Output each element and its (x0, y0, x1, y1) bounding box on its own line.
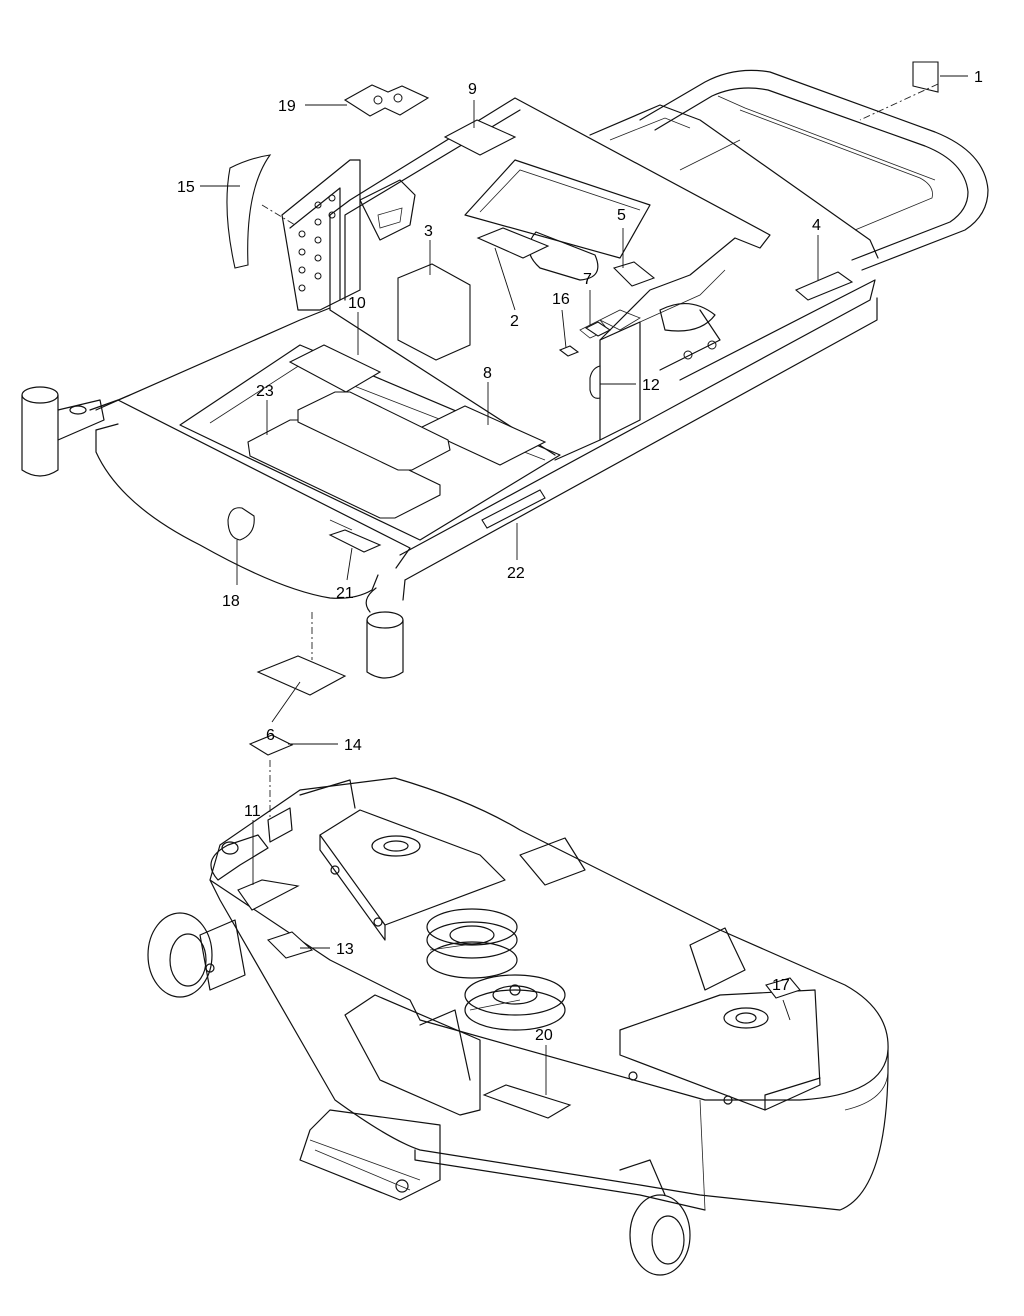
decal-9 (443, 119, 517, 156)
decal-11 (237, 879, 300, 911)
callout-9: 9 (468, 81, 477, 98)
mower-deck-assembly (147, 734, 889, 1276)
frame-assembly (21, 61, 989, 696)
decal-23a (247, 419, 441, 519)
decal-14 (248, 734, 294, 756)
decal-12 (589, 365, 601, 399)
callout-20: 20 (535, 1027, 553, 1044)
decal-3 (397, 263, 471, 361)
callout-10: 10 (348, 295, 366, 312)
decal-17 (765, 977, 801, 999)
callout-14: 14 (344, 737, 362, 754)
decal-5 (612, 261, 656, 287)
decal-2 (476, 227, 550, 259)
adjuster-holes (298, 194, 336, 292)
callout-labels: 1 2 3 4 5 6 7 8 9 10 11 12 13 14 15 16 1… (177, 69, 983, 1044)
callout-8: 8 (483, 365, 492, 382)
leader-lines (200, 75, 968, 1095)
callout-2: 2 (510, 313, 519, 330)
decal-20 (482, 1084, 572, 1119)
callout-13: 13 (336, 941, 354, 958)
callout-11: 11 (244, 803, 261, 820)
decal-8 (418, 405, 547, 466)
decal-7 (584, 321, 612, 337)
decal-15 (226, 154, 272, 269)
decal-22 (481, 489, 546, 529)
callout-15: 15 (177, 179, 195, 196)
callout-1: 1 (974, 69, 983, 86)
callout-12: 12 (642, 377, 660, 394)
callout-21: 21 (336, 585, 354, 602)
decal-1 (912, 61, 939, 93)
decal-4 (794, 271, 854, 301)
callout-17: 17 (772, 977, 790, 994)
callout-18: 18 (222, 593, 240, 610)
callout-22: 22 (507, 565, 525, 582)
callout-5: 5 (617, 207, 626, 224)
decal-10 (288, 344, 382, 393)
callout-6: 6 (266, 727, 275, 744)
callout-16: 16 (552, 291, 570, 308)
callout-4: 4 (812, 217, 821, 234)
callout-7: 7 (583, 271, 592, 288)
decal-21 (328, 529, 382, 553)
callout-19: 19 (278, 98, 296, 115)
decal-23b (297, 391, 451, 471)
decal-18 (227, 507, 255, 541)
callout-3: 3 (424, 223, 433, 240)
decal-16 (558, 345, 580, 357)
decal-6 (256, 655, 347, 696)
decal-19 (343, 84, 430, 117)
callout-23: 23 (256, 383, 274, 400)
decal-13 (266, 931, 314, 959)
